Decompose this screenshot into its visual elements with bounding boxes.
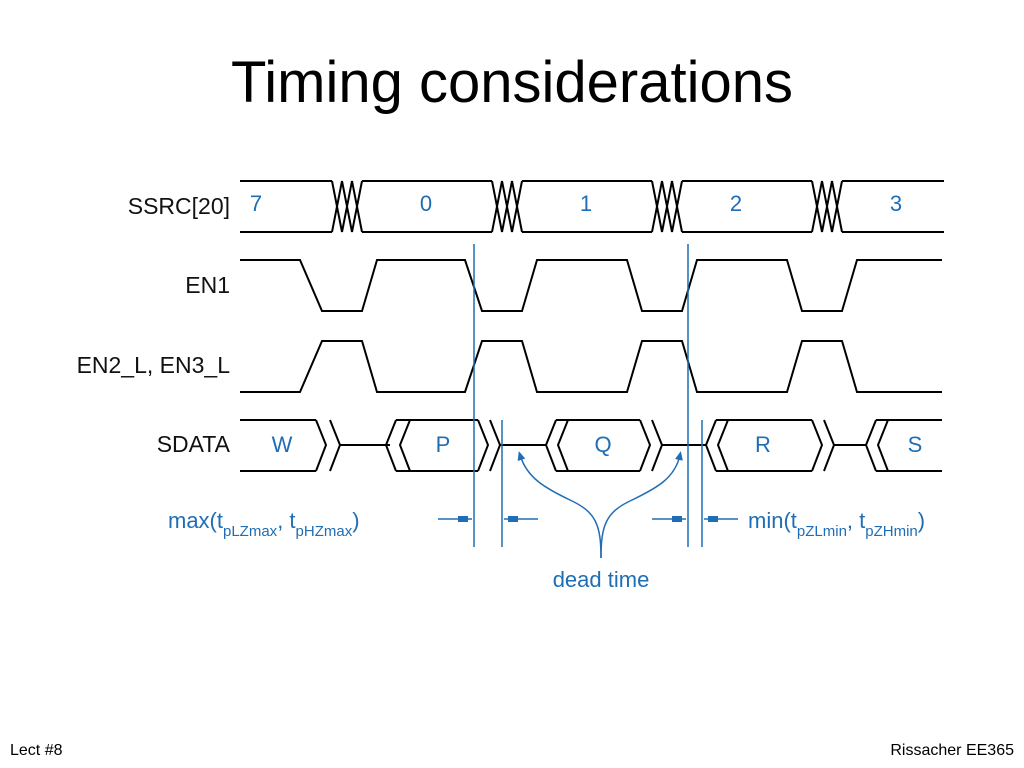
ssrc-value-3: 3 [890,191,902,216]
dead-time-arrows [517,451,683,559]
slide-title: Timing considerations [231,50,793,115]
ssrc-value-0: 0 [420,191,432,216]
ssrc-value-2: 2 [730,191,742,216]
sdata-value-s: S [908,432,923,457]
sdata-waveform [240,419,942,472]
sdata-value-p: P [436,432,451,457]
signal-label-en2-en3: EN2_L, EN3_L [77,352,231,378]
sdata-value-q: Q [594,432,611,457]
max-timing-label: max(tpLZmax, tpHZmax) [168,508,360,540]
en1-waveform [240,259,942,312]
ssrc-bus-waveform [240,180,944,233]
signal-label-ssrc: SSRC[20] [128,193,230,219]
footer-lecture-number: Lect #8 [10,742,63,759]
sdata-value-w: W [272,432,293,457]
timing-markers [473,244,703,547]
en2-en3-waveform [240,340,942,393]
min-timing-label: min(tpZLmin, tpZHmin) [748,508,925,540]
footer-author: Rissacher EE365 [890,742,1014,759]
signal-label-sdata: SDATA [157,431,231,457]
dimension-arrows [438,516,738,522]
ssrc-value-7: 7 [250,191,262,216]
sdata-value-r: R [755,432,771,457]
ssrc-value-1: 1 [580,191,592,216]
signal-label-en1: EN1 [185,272,230,298]
dead-time-label: dead time [553,567,650,592]
